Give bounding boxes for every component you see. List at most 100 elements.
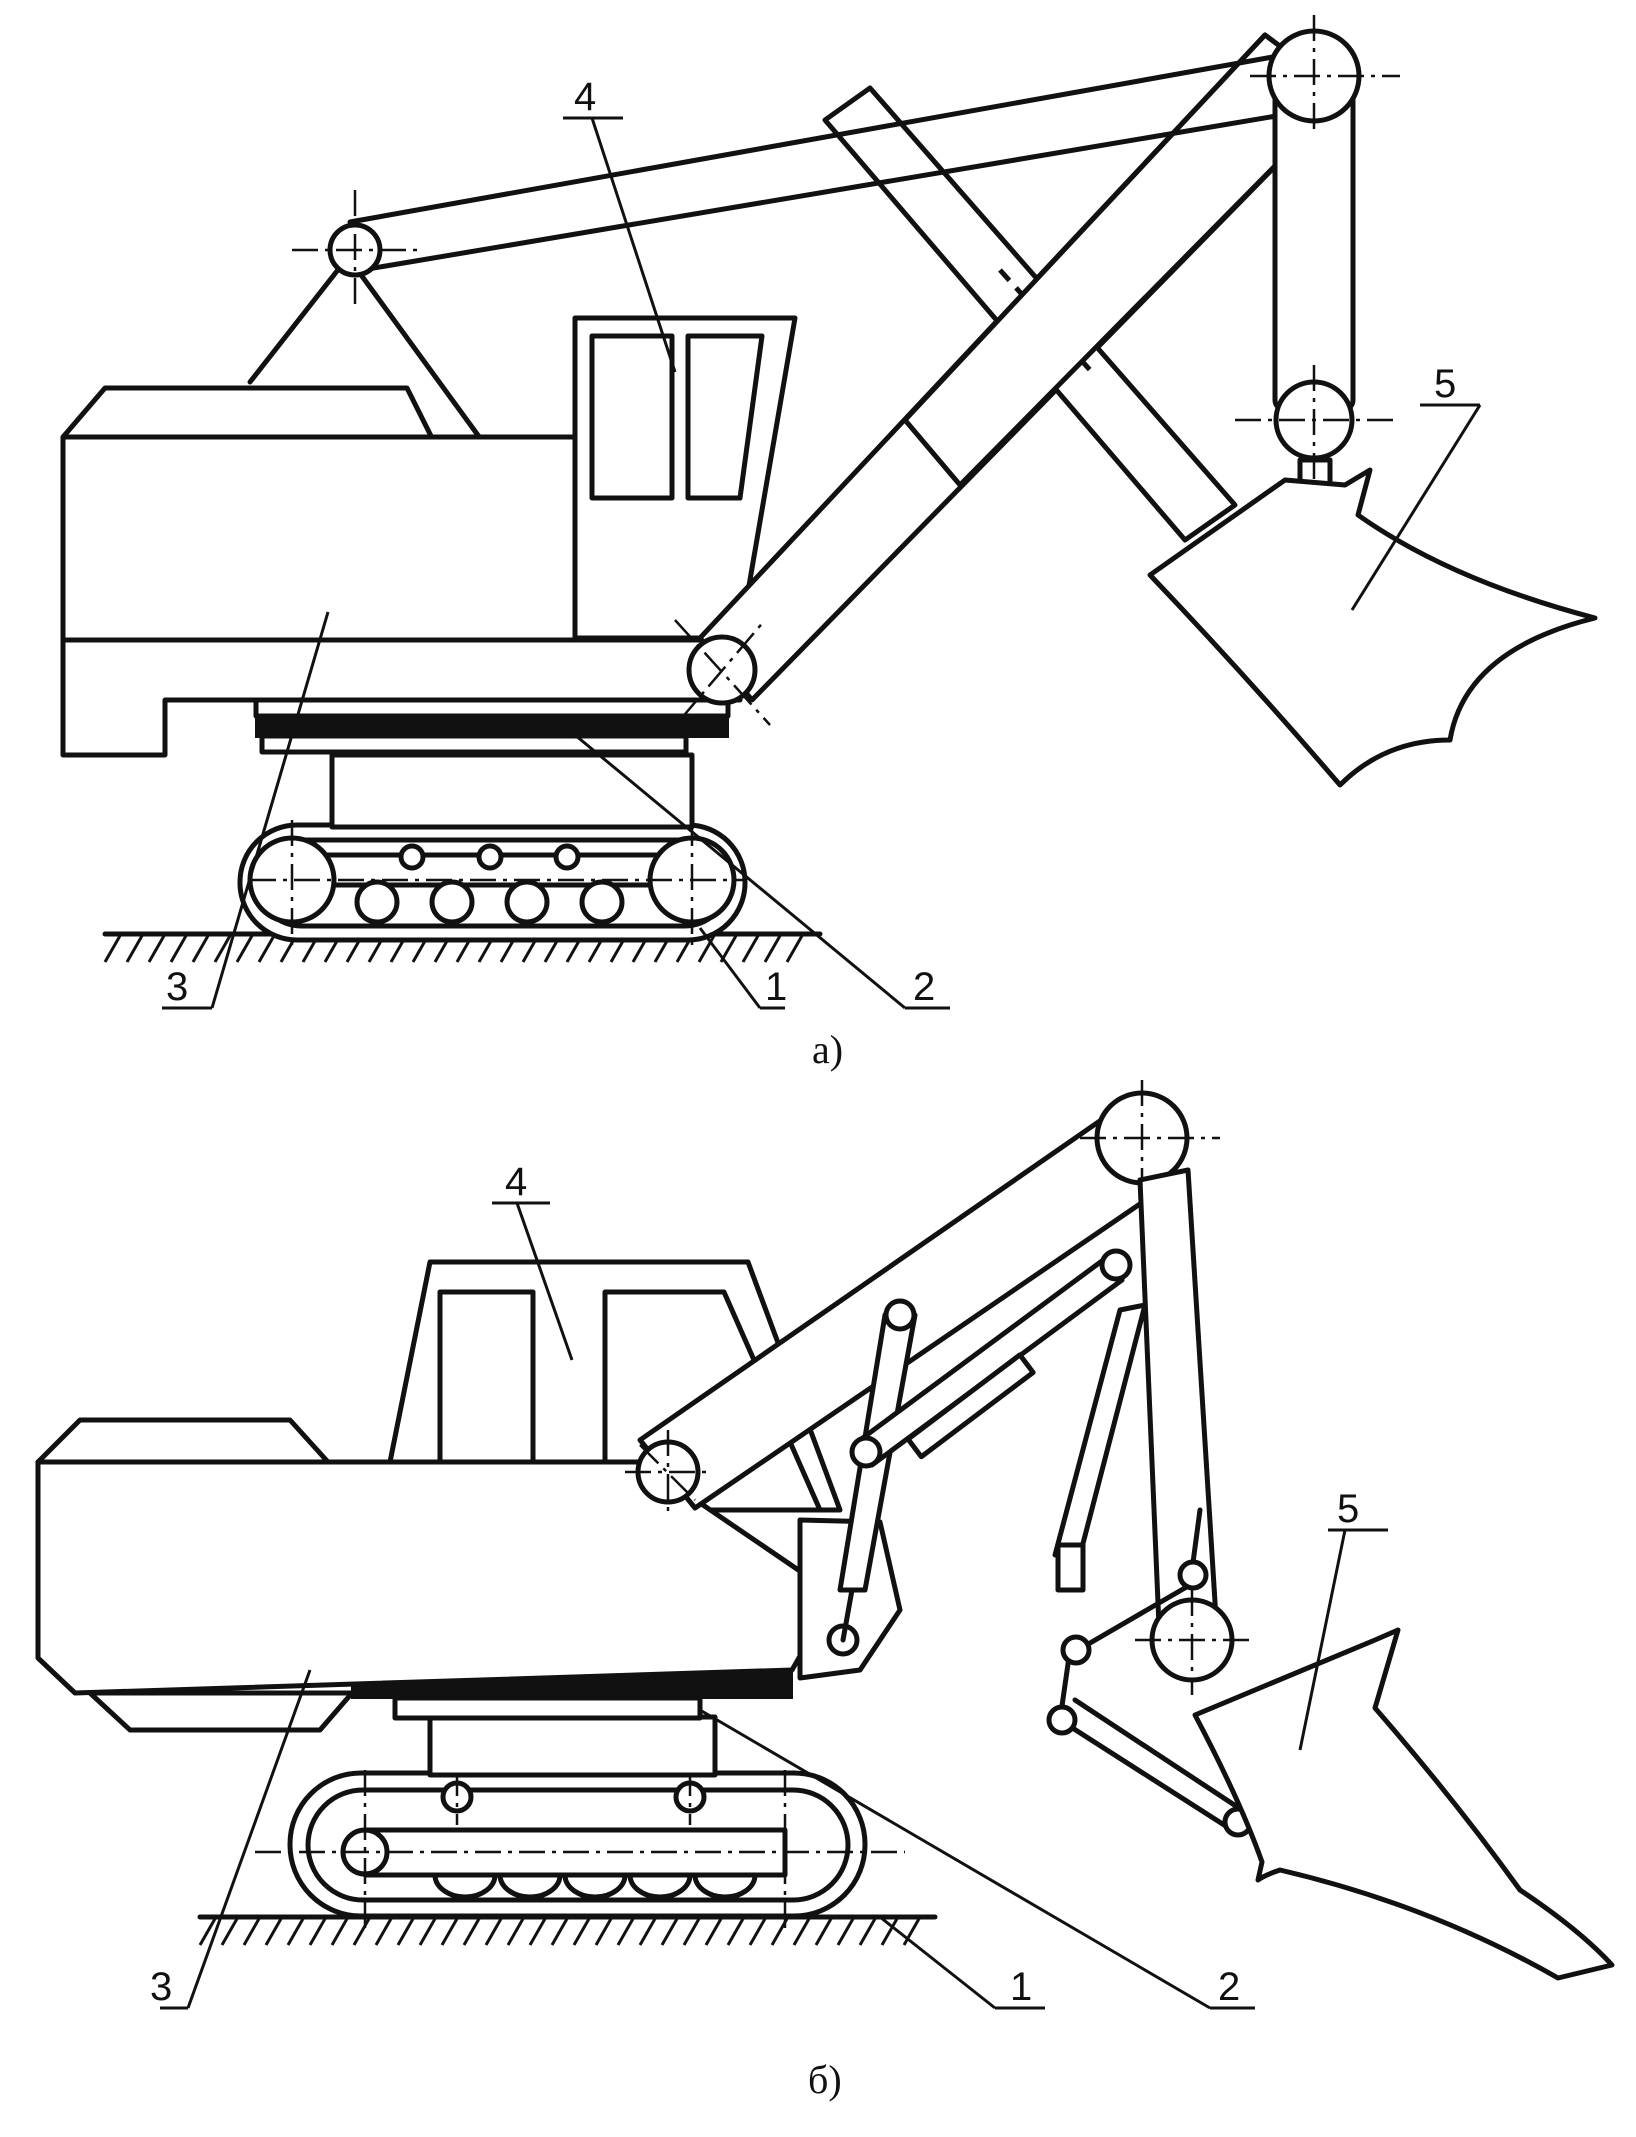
figure-a-turntable: [253, 697, 731, 830]
figure-a-road-wheel: [429, 879, 475, 925]
figure-b-road-wheels: [432, 1872, 758, 1900]
ground-hatch-line: [594, 1916, 614, 1946]
ground-hatch-line: [528, 1916, 548, 1946]
figure-b-linkage-pin: [1060, 1634, 1092, 1666]
ground-hatch-line: [785, 933, 805, 963]
figure-b-caption: б): [808, 2057, 842, 2102]
ground-hatch-line: [235, 933, 255, 963]
ground-hatch-line: [616, 1916, 636, 1946]
figure-b-label-bucket: 5: [1337, 1487, 1359, 1531]
figure-a-boom-suspension: [292, 47, 1315, 305]
figure-b-hydraulic-excavator: 4 5 3 1 2 б): [35, 1080, 1615, 2102]
ground-hatch-line: [741, 933, 761, 963]
ground-hatch-line: [103, 933, 123, 963]
ground-hatch-line: [257, 933, 277, 963]
figure-a-cab: [572, 315, 798, 641]
figure-a-bucket: [1147, 457, 1598, 788]
figure-a-road-wheel: [579, 879, 625, 925]
ground-hatch-line: [374, 1916, 394, 1946]
figure-b-counterweight-lower: [87, 1690, 355, 1733]
figure-b-label-turntable: 2: [1218, 1965, 1240, 2009]
figure-a-hoist: [1235, 15, 1400, 480]
ground-hatch-line: [264, 1916, 284, 1946]
ground-hatch-line: [147, 933, 167, 963]
ground-hatch-line: [352, 1916, 372, 1946]
ground-hatch-line: [462, 1916, 482, 1946]
figure-a-housing: [60, 434, 578, 643]
figure-b-arm-cylinder-pin: [849, 1435, 883, 1469]
ground-hatch-line: [286, 1916, 306, 1946]
ground-hatch-line: [638, 1916, 658, 1946]
ground-hatch-line: [748, 1916, 768, 1946]
figure-b-cab-window-right: [602, 1289, 823, 1513]
figure-a-bucket-body: [1147, 467, 1598, 788]
figure-b-bucket-cylinder: [1052, 1302, 1148, 1558]
ground-hatch-line: [880, 1916, 900, 1946]
figure-b-bucket-body: [1192, 1627, 1615, 1981]
figure-b-pedestal: [427, 1714, 718, 1778]
figure-b-linkage-pin: [1177, 1559, 1209, 1591]
ground-hatch-line: [330, 1916, 350, 1946]
figure-b-bucket: [1192, 1627, 1615, 1981]
ground-hatch-line: [902, 1916, 922, 1946]
ground-hatch-line: [697, 933, 717, 963]
figure-a-carrier-roller: [398, 843, 426, 871]
figure-a-leader-lines: [162, 116, 1482, 1010]
figure-a-platform: [60, 385, 743, 758]
figure-a-cab-window-left: [589, 333, 675, 501]
figure-a-label-turntable: 2: [913, 965, 935, 1009]
figure-a-cab-body: [572, 315, 798, 641]
ground-hatch-line: [125, 933, 145, 963]
ground-hatch-line: [704, 1916, 724, 1946]
figure-b-arm-cylinder-pin: [1099, 1248, 1133, 1282]
ground-hatch-line: [440, 1916, 460, 1946]
ground-hatch-line: [726, 1916, 746, 1946]
figure-a-label-cab: 4: [574, 75, 596, 119]
figure-b-arm-cylinder-rod: [905, 1352, 1036, 1460]
figure-a-label-bucket: 5: [1434, 362, 1456, 406]
ground-hatch-line: [220, 1916, 240, 1946]
figure-b-crawler: [255, 1770, 905, 1935]
figure-b-boom-cylinder-top-pin: [883, 1298, 917, 1332]
figure-b-leader-lines: [160, 1201, 1388, 2010]
ground-hatch-line: [484, 1916, 504, 1946]
figure-a-rope-shovel: 4 5 3 1 2 а): [60, 15, 1598, 1072]
figure-b-linkage-pin: [1046, 1704, 1078, 1736]
ground-hatch-line: [169, 933, 189, 963]
figure-a-label-track: 1: [765, 965, 787, 1009]
figure-a-label-platform: 3: [166, 965, 188, 1009]
figure-b-turntable-ring: [392, 1695, 703, 1721]
figure-a-road-wheel: [504, 879, 550, 925]
figure-a-turntable-ring: [259, 733, 689, 755]
ground-hatch-line: [660, 1916, 680, 1946]
ground-hatch-line: [836, 1916, 856, 1946]
figure-b-track-inner: [305, 1787, 851, 1903]
figure-b-ground: [197, 1914, 938, 1946]
figure-b-ground-hatch: [198, 1916, 922, 1946]
ground-hatch-line: [506, 1916, 526, 1946]
ground-hatch-line: [792, 1916, 812, 1946]
figure-b-label-track: 1: [1010, 1965, 1032, 2009]
ground-hatch-line: [763, 933, 783, 963]
figure-a-carrier-roller: [476, 843, 504, 871]
ground-hatch-line: [682, 1916, 702, 1946]
ground-hatch-line: [858, 1916, 878, 1946]
ground-hatch-line: [308, 1916, 328, 1946]
figure-b-bucket-cylinder-rod: [1055, 1542, 1086, 1593]
ground-hatch-line: [396, 1916, 416, 1946]
ground-hatch-line: [814, 1916, 834, 1946]
figure-a-carrier-roller: [553, 843, 581, 871]
figure-b-engine-cover: [35, 1417, 331, 1465]
figure-a-crawler: [237, 820, 748, 945]
figure-a-cab-window-right: [685, 333, 765, 501]
ground-hatch-line: [418, 1916, 438, 1946]
ground-hatch-line: [242, 1916, 262, 1946]
figure-a-pedestal: [329, 752, 695, 830]
figure-a-caption: а): [812, 1027, 843, 1072]
figure-b-label-cab: 4: [505, 1160, 527, 1204]
ground-hatch-line: [191, 933, 211, 963]
ground-hatch-line: [572, 1916, 592, 1946]
ground-hatch-line: [213, 933, 233, 963]
